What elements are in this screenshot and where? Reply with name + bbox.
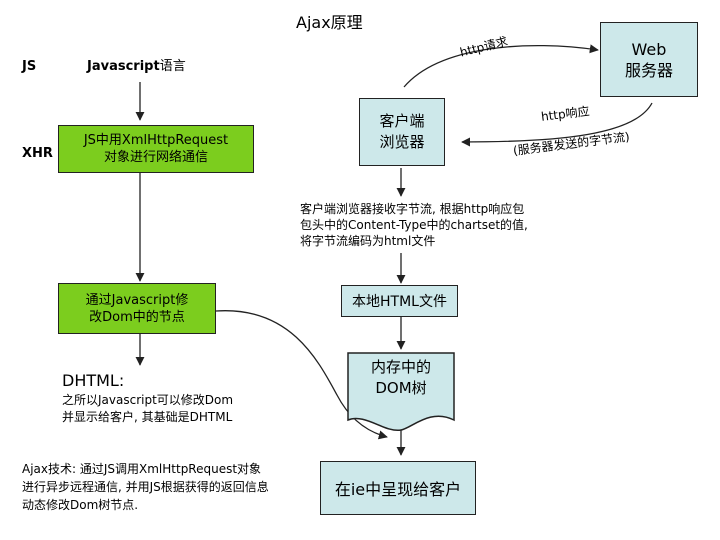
client-browser-line2: 浏览器 bbox=[379, 133, 425, 151]
dom-tree-label: 内存中的 DOM树 bbox=[348, 357, 454, 399]
xhr-label: XHR bbox=[22, 146, 53, 161]
display-to-client-box: 在ie中呈现给客户 bbox=[320, 461, 476, 515]
dom-tree-shape bbox=[347, 352, 455, 431]
arrow-http-request bbox=[403, 44, 599, 88]
parse-line3: 将字节流编码为html文件 bbox=[300, 234, 436, 248]
dhtml-desc-line1: 之所以Javascript可以修改Dom bbox=[62, 393, 234, 407]
client-browser-box: 客户端 浏览器 bbox=[359, 98, 445, 166]
client-browser-line1: 客户端 bbox=[379, 112, 425, 130]
xhr-box: JS中用XmlHttpRequest 对象进行网络通信 bbox=[58, 125, 254, 173]
local-html-box: 本地HTML文件 bbox=[341, 285, 458, 317]
web-server-line1: Web bbox=[631, 39, 667, 59]
arrow-modify-to-display bbox=[215, 310, 388, 440]
dom-tree-line2: DOM树 bbox=[375, 379, 427, 397]
modify-dom-line1: 通过Javascript修 bbox=[85, 292, 189, 308]
web-server-line2: 服务器 bbox=[624, 60, 673, 80]
dhtml-title: DHTML: bbox=[62, 371, 125, 390]
ajax-summary-line2: 进行异步远程通信, 并用JS根据获得的返回信息 bbox=[22, 480, 269, 494]
js-label: JS bbox=[22, 59, 37, 74]
xhr-box-line2: 对象进行网络通信 bbox=[103, 150, 208, 165]
web-server-box: Web 服务器 bbox=[600, 22, 698, 97]
local-html-label: 本地HTML文件 bbox=[352, 294, 447, 310]
parse-line2: 包头中的Content-Type中的chartset的值, bbox=[300, 218, 528, 232]
display-label: 在ie中呈现给客户 bbox=[334, 480, 462, 499]
js-description-cn: 语言 bbox=[159, 59, 186, 74]
parse-description: 客户端浏览器接收字节流, 根据http响应包 包头中的Content-Type中… bbox=[300, 201, 528, 249]
modify-dom-line2: 改Dom中的节点 bbox=[89, 309, 185, 325]
dhtml-desc-line2: 并显示给客户, 其基础是DHTML bbox=[62, 410, 233, 424]
xhr-box-line1: JS中用XmlHttpRequest bbox=[83, 133, 229, 148]
js-description: Javascript语言 bbox=[87, 58, 186, 75]
js-description-en: Javascript bbox=[87, 59, 160, 74]
ajax-summary-line1: Ajax技术: 通过JS调用XmlHttpRequest对象 bbox=[22, 462, 262, 476]
diagram-title: Ajax原理 bbox=[296, 13, 363, 32]
modify-dom-box: 通过Javascript修 改Dom中的节点 bbox=[58, 283, 216, 334]
dom-tree-line1: 内存中的 bbox=[370, 358, 431, 376]
ajax-summary-line3: 动态修改Dom树节点. bbox=[22, 498, 139, 512]
parse-line1: 客户端浏览器接收字节流, 根据http响应包 bbox=[300, 202, 525, 216]
ajax-summary: Ajax技术: 通过JS调用XmlHttpRequest对象 进行异步远程通信,… bbox=[22, 460, 269, 514]
arrow-http-response bbox=[461, 102, 653, 147]
